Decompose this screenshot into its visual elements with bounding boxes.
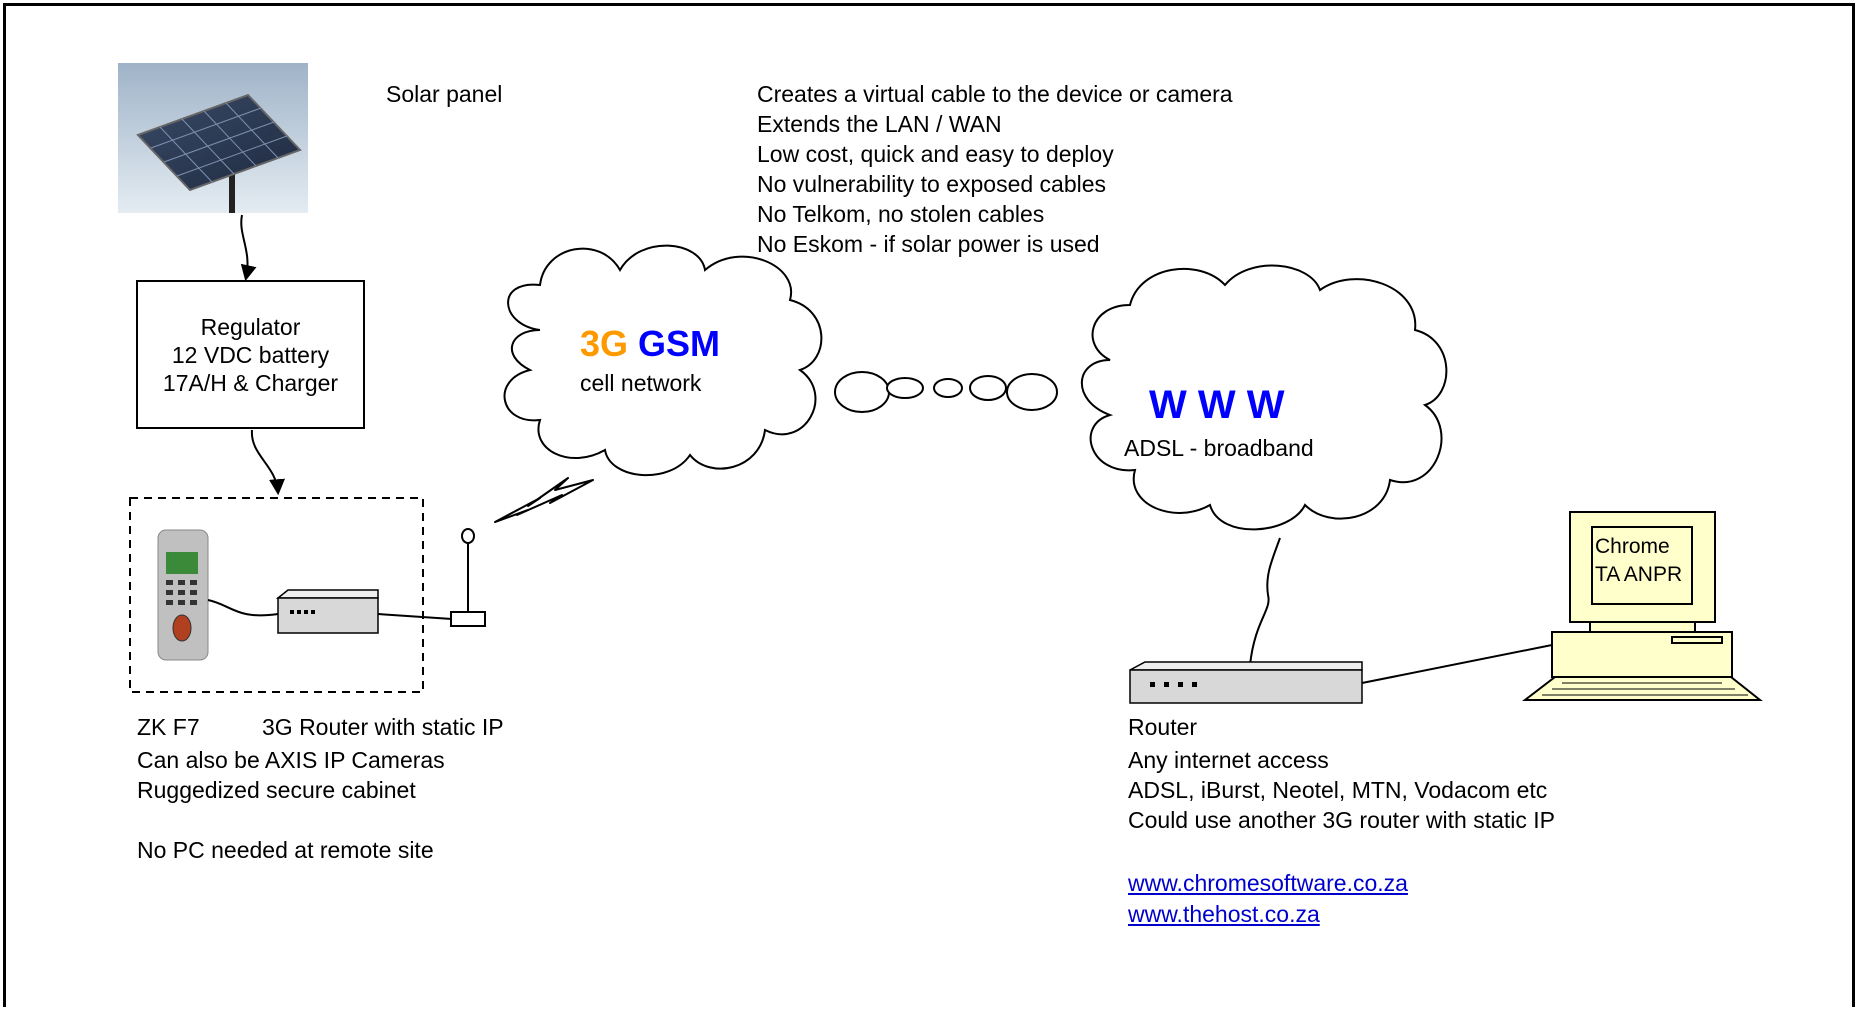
regulator-text: Regulator 12 VDC battery 17A/H & Charger: [137, 313, 364, 397]
gsm-title-3g: 3G: [580, 323, 629, 364]
cable-router-to-antenna: [377, 613, 453, 620]
left-note-line: Ruggedized secure cabinet: [137, 777, 416, 803]
cable-device-to-router: [207, 599, 279, 617]
benefit-item: Creates a virtual cable to the device or…: [757, 81, 1233, 107]
benefit-item: No Eskom - if solar power is used: [757, 231, 1100, 257]
gsm-cloud-subtitle: cell network: [580, 370, 702, 396]
solar-panel-image: [118, 63, 308, 213]
left-note-line: No PC needed at remote site: [137, 837, 434, 863]
page-frame: [3, 3, 1855, 1007]
antenna-icon: [450, 528, 486, 627]
benefit-item: Extends the LAN / WAN: [757, 111, 1002, 137]
cable-router-to-pc: [1361, 644, 1553, 684]
benefit-item: No Telkom, no stolen cables: [757, 201, 1045, 227]
power-arrow-panel-to-regulator: [240, 214, 257, 282]
benefit-item: No vulnerability to exposed cables: [757, 171, 1107, 197]
regulator-line: Regulator: [200, 314, 301, 340]
chromesoftware-link[interactable]: www.chromesoftware.co.za: [1128, 870, 1408, 896]
left-note-line: Can also be AXIS IP Cameras: [137, 747, 445, 773]
adsl-router-image: [1129, 661, 1363, 704]
gsm-cloud: [503, 244, 823, 476]
benefit-item: Low cost, quick and easy to deploy: [757, 141, 1114, 167]
thehost-link[interactable]: www.thehost.co.za: [1128, 901, 1320, 927]
regulator-line: 17A/H & Charger: [162, 370, 339, 396]
zk-f7-device-image: [157, 529, 209, 661]
gsm-cloud-title: 3G GSM: [580, 323, 720, 365]
wireless-signal-icon: [494, 477, 594, 523]
right-note-line: Could use another 3G router with static …: [1128, 807, 1555, 833]
www-cloud-title: W W W: [1149, 383, 1285, 427]
power-arrow-regulator-to-cabinet: [250, 429, 286, 496]
cable-cloud-to-router: [1249, 537, 1281, 666]
regulator-line: 12 VDC battery: [171, 342, 330, 368]
gsm-title-gsm: GSM: [638, 323, 721, 364]
www-cloud-subtitle: ADSL - broadband: [1124, 435, 1314, 461]
right-note-line: ADSL, iBurst, Neotel, MTN, Vodacom etc: [1128, 777, 1548, 803]
pc-screen-line1: Chrome: [1595, 535, 1670, 558]
cloud-connection-chain: [834, 371, 1058, 413]
right-note-line: Router: [1128, 714, 1198, 740]
device-label: ZK F7: [137, 714, 200, 740]
regulator-box: [136, 280, 365, 429]
3g-router-image: [275, 589, 379, 634]
solar-panel-label: Solar panel: [386, 81, 503, 107]
pc-computer-image: [1522, 511, 1763, 701]
router-label: 3G Router with static IP: [262, 714, 504, 740]
secure-cabinet: [129, 497, 424, 693]
right-note-line: Any internet access: [1128, 747, 1329, 773]
pc-screen-line2: TA ANPR: [1595, 563, 1683, 586]
www-cloud: [1080, 264, 1448, 531]
